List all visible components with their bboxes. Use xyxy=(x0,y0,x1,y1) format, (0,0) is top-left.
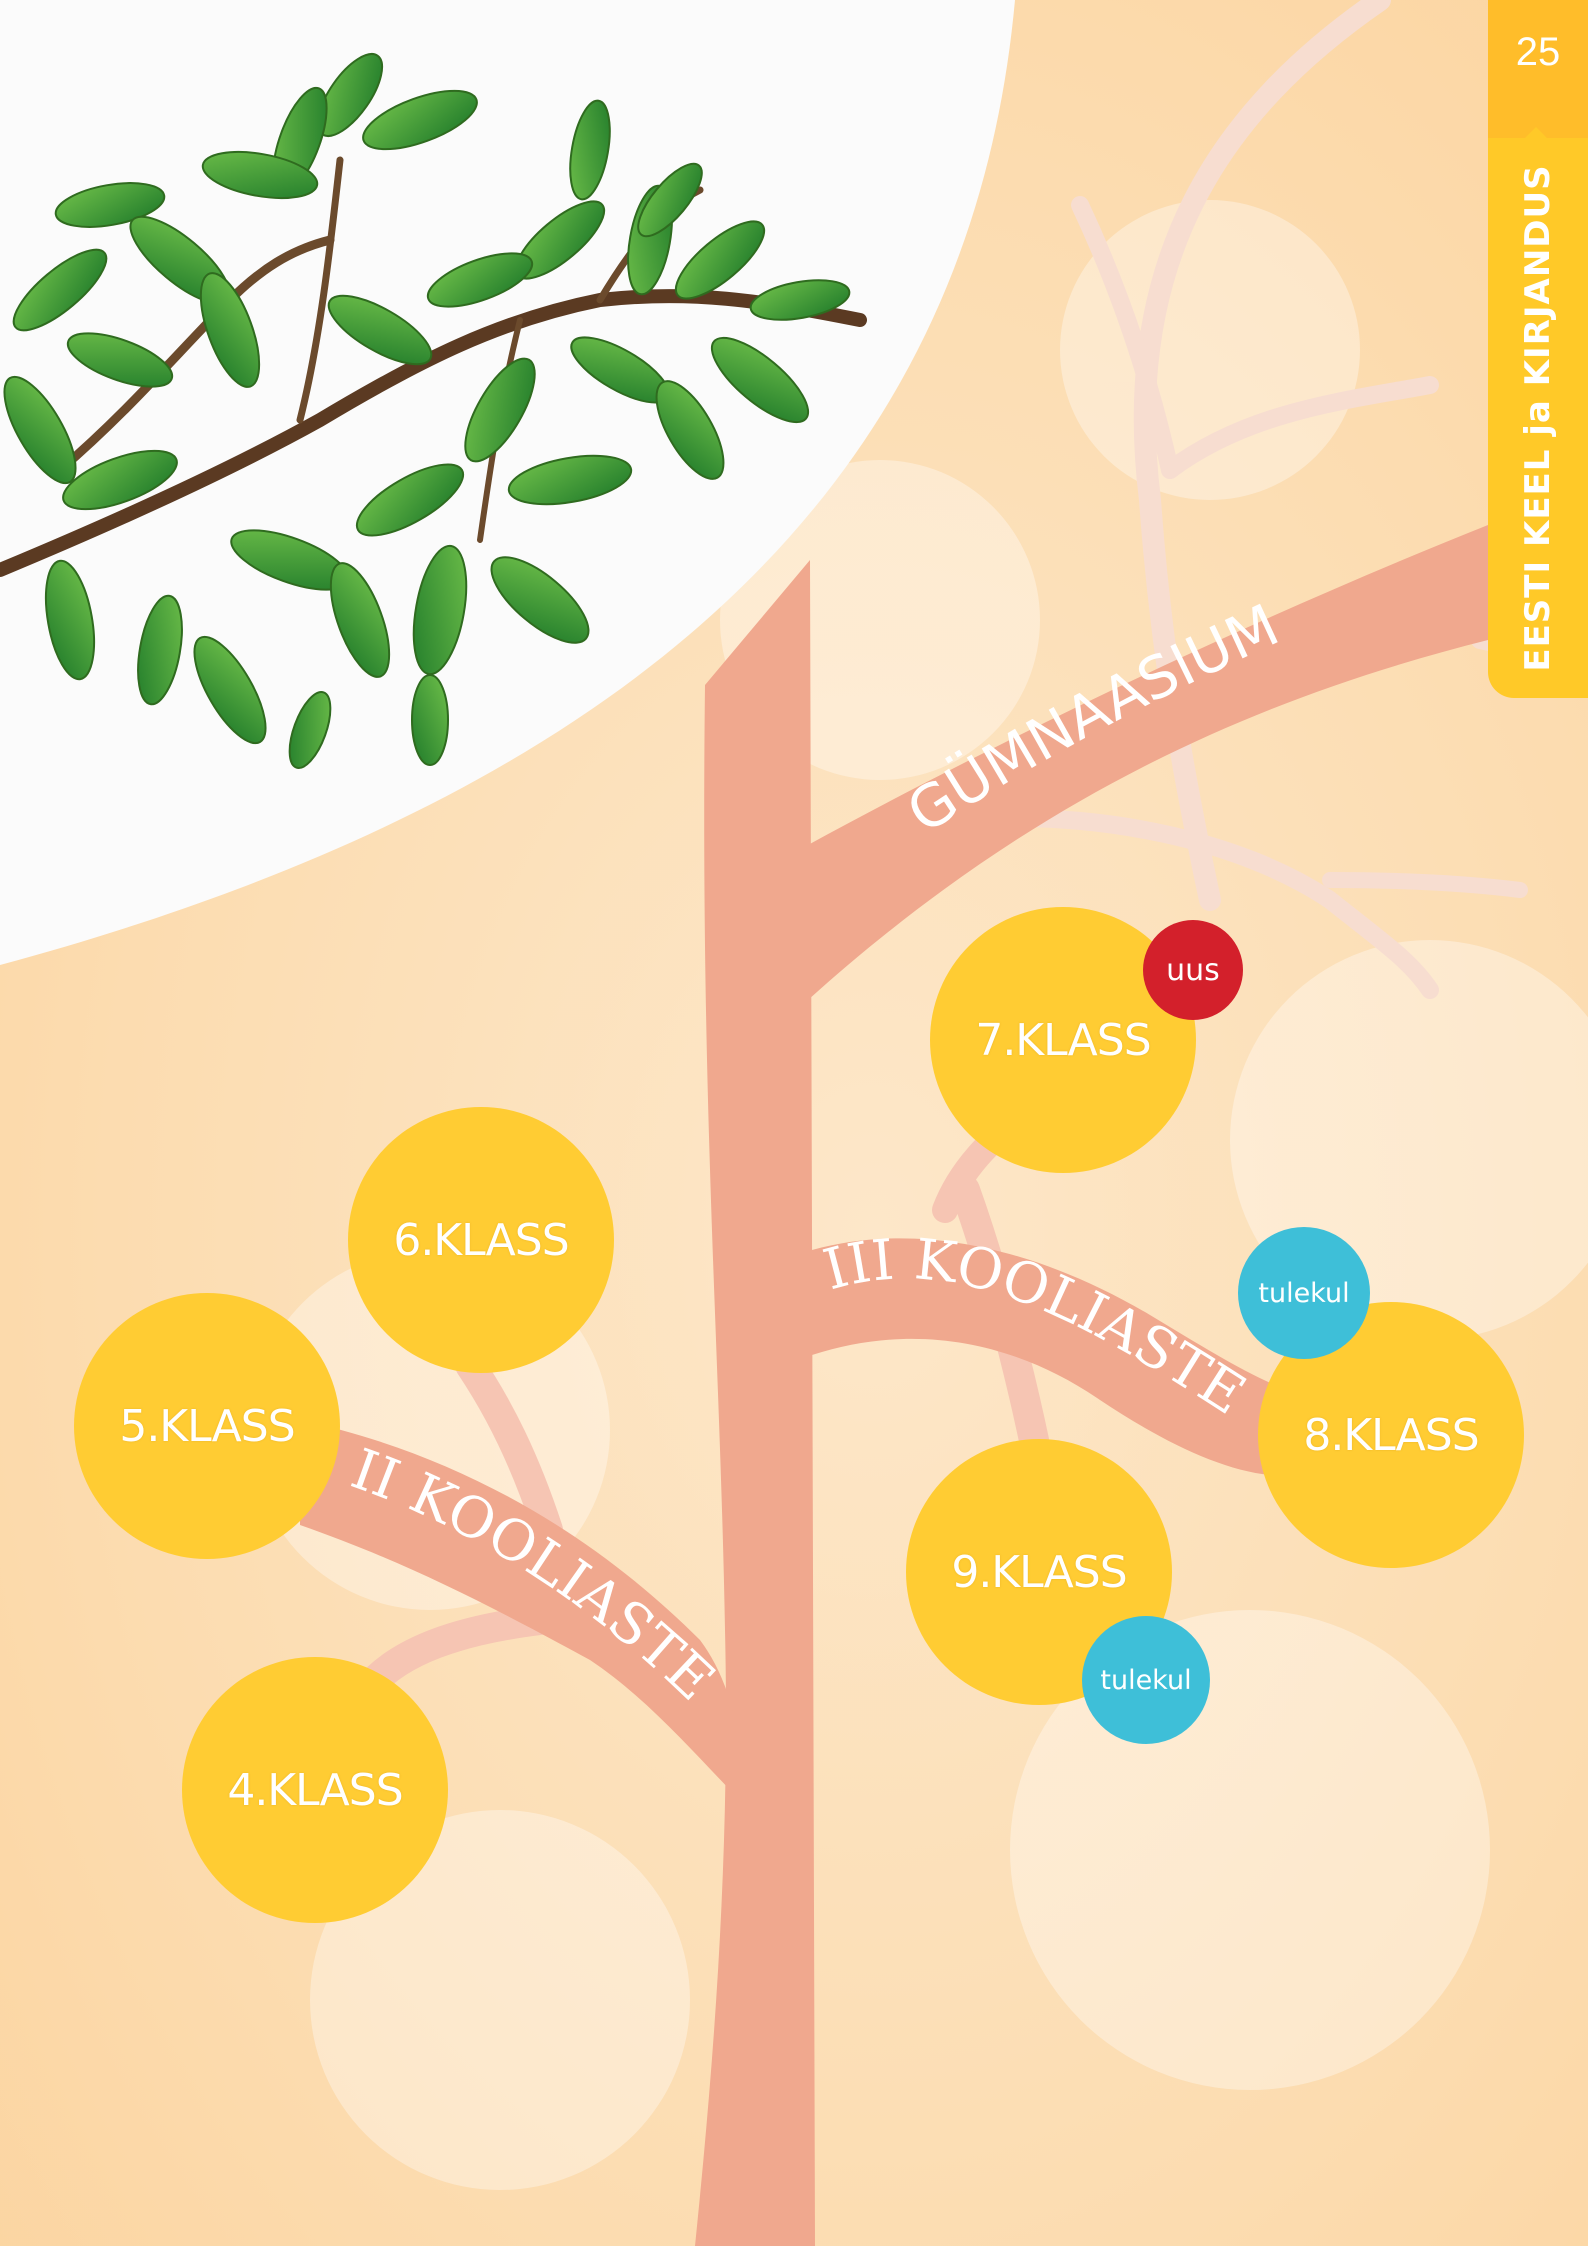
grade-6-circle[interactable]: 6.KLASS xyxy=(348,1107,614,1373)
grade-7-new-badge: uus xyxy=(1143,920,1243,1020)
page-number: 25 xyxy=(1488,30,1588,75)
grade-8-upcoming-badge: tulekul xyxy=(1238,1227,1370,1359)
grade-4-circle[interactable]: 4.KLASS xyxy=(182,1657,448,1923)
grade-9-upcoming-badge: tulekul xyxy=(1082,1616,1210,1744)
subject-label: EESTI KEEL ja KIRJANDUS xyxy=(1518,164,1558,671)
grade-5-circle[interactable]: 5.KLASS xyxy=(74,1293,340,1559)
